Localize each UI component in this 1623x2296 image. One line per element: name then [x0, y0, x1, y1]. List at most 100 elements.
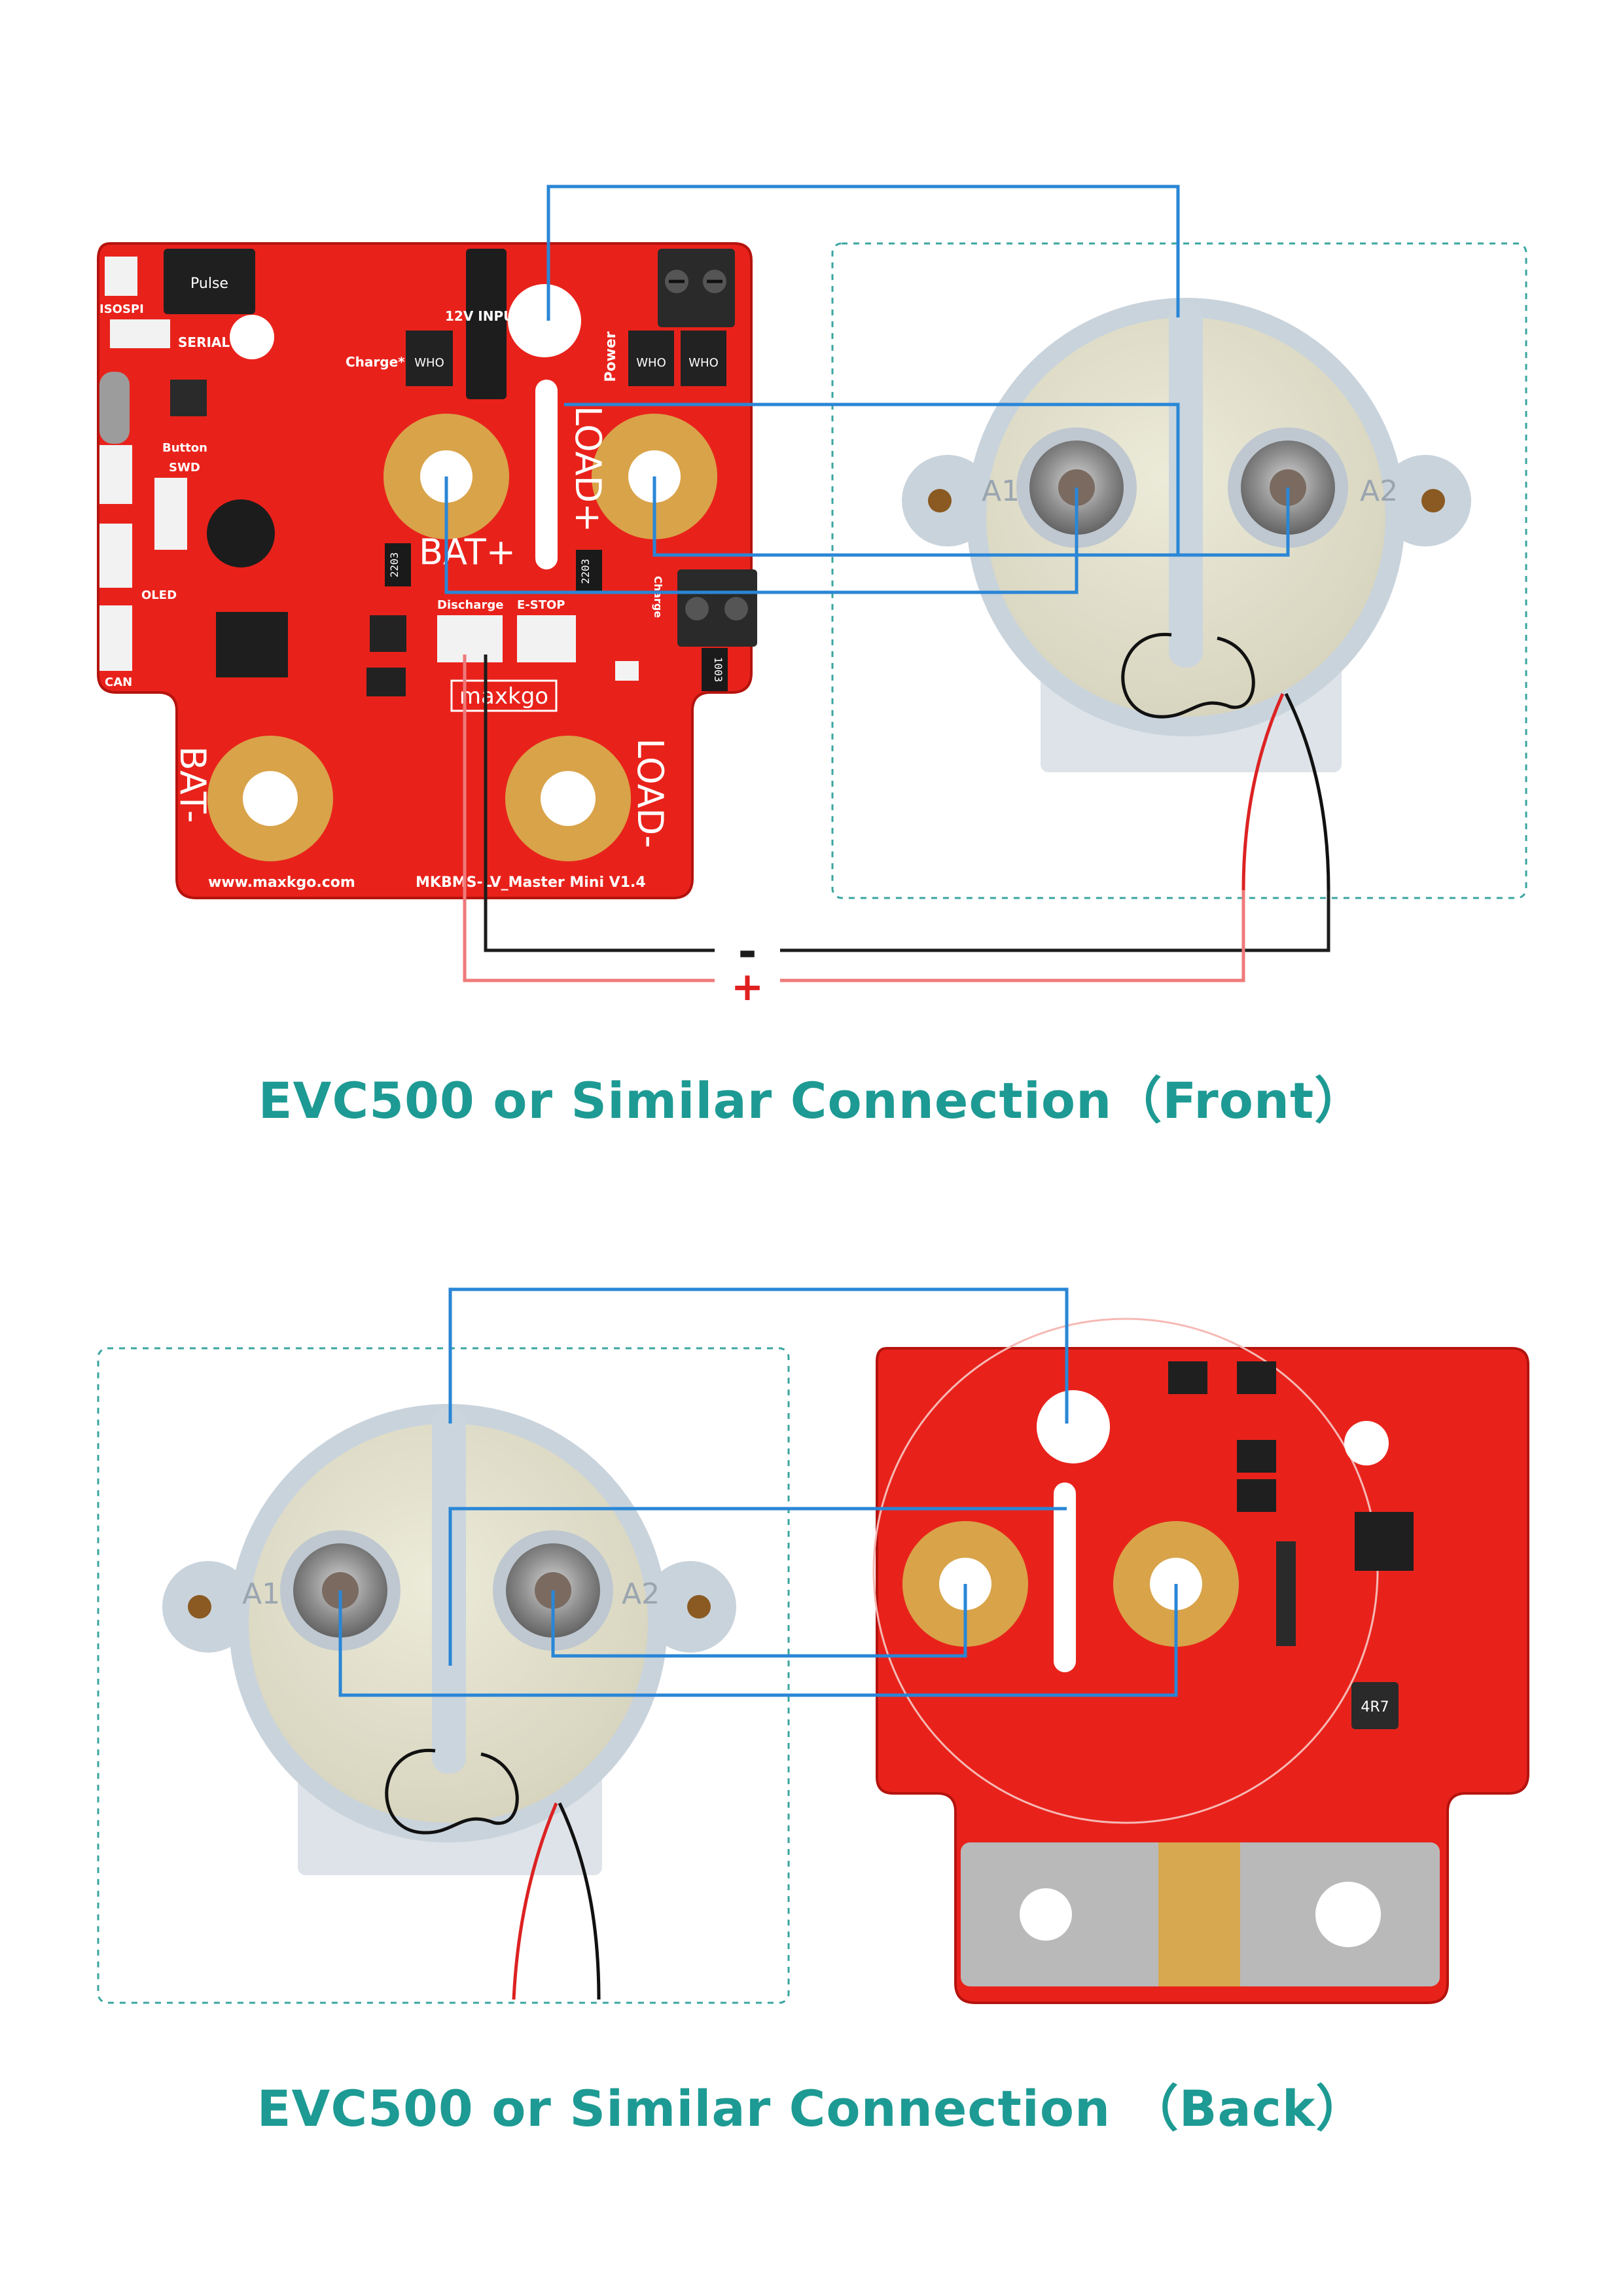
- mosfet-c-label: WHO: [414, 356, 444, 370]
- front-ic-driver: [216, 612, 288, 677]
- back-caption: EVC500 or Similar Connection （Back）: [257, 2079, 1366, 2138]
- front-ic-small: [366, 668, 406, 696]
- front-connector-button: [99, 445, 132, 504]
- front-a2-label: A2: [1360, 475, 1398, 508]
- front-pcb-hole-left: [230, 315, 274, 359]
- back-coil-lead-black: [558, 1802, 601, 2000]
- front-connector-discharge: [437, 615, 503, 662]
- front-connector-oled: [99, 524, 132, 588]
- pulse-label: Pulse: [190, 276, 228, 292]
- front-buzzer: [207, 499, 275, 567]
- front-terminal-block-top: [658, 249, 735, 327]
- front-connector-serial: [110, 319, 170, 348]
- load-plus-label: LOAD+: [567, 406, 609, 532]
- front-ic-reg: [370, 615, 406, 652]
- front-a1-label: A1: [982, 475, 1020, 508]
- back-wire-top-blue: [448, 1287, 1069, 1424]
- mosfet-a-label: WHO: [636, 356, 666, 370]
- back-ic-mcu: [1355, 1512, 1414, 1571]
- mosfet-b-label: WHO: [688, 356, 719, 370]
- front-pcb-outline: [97, 242, 753, 899]
- front-inductor: [466, 249, 507, 399]
- front-wire-positive-right: [780, 890, 1245, 982]
- back-section: A1 A2 4R7: [97, 1287, 1529, 2004]
- back-wire-blue-upper: [448, 1507, 1067, 1666]
- front-resistor-2203-b: [576, 550, 602, 593]
- front-wire-top-blue: [546, 185, 1180, 321]
- front-mosfet-a: [628, 331, 674, 386]
- front-wire-negative-right: [780, 890, 1330, 952]
- back-coil-loop: [385, 1749, 519, 1835]
- back-pcb-slot: [1054, 1482, 1076, 1672]
- charge-label: Charge: [652, 576, 664, 618]
- power-label: Power: [603, 331, 619, 382]
- front-wire-positive: [463, 655, 715, 982]
- front-contactor-rib: [1169, 301, 1203, 668]
- front-connector-estop: [517, 615, 576, 662]
- discharge-label: Discharge: [437, 598, 503, 612]
- front-connector-isospi: [105, 257, 137, 296]
- front-minus-symbol: -: [738, 925, 757, 978]
- back-wire-a1-right-pad: [338, 1584, 1178, 1697]
- back-a2-label: A2: [622, 1577, 660, 1611]
- front-usbc: [99, 372, 130, 444]
- front-resistor-2203-a: [385, 543, 411, 586]
- front-mosfet-c: [406, 331, 453, 386]
- website-label: www.maxkgo.com: [208, 874, 355, 891]
- brand-label: maxkgo: [459, 683, 548, 709]
- front-coil-lead-red: [1241, 692, 1285, 891]
- front-contactor: A1 A2: [902, 298, 1471, 891]
- button-label: Button: [162, 441, 207, 455]
- front-coil-lead-black: [1284, 692, 1330, 891]
- front-contactor-frame: [831, 242, 1527, 899]
- back-wires: [338, 1287, 1178, 1697]
- input-12v-label: 12V INPUT: [445, 308, 523, 324]
- front-caption: EVC500 or Similar Connection（Front）: [258, 1071, 1365, 1130]
- back-pcb-hole-top: [1037, 1390, 1110, 1463]
- model-label: MKBMS-LV_Master Mini V1.4: [416, 874, 646, 891]
- swd-label: SWD: [169, 461, 200, 475]
- front-plus-symbol: +: [731, 964, 764, 1010]
- back-pcb-hole-right: [1344, 1421, 1389, 1465]
- front-resistor-1003: [702, 648, 728, 691]
- front-wire-blue-upper: [564, 403, 1180, 556]
- front-terminal-block-right: [677, 569, 757, 647]
- front-coil-loop: [1121, 633, 1255, 719]
- bat-minus-label: BAT-: [172, 746, 213, 823]
- front-wire-load-plus: [652, 476, 1290, 557]
- front-relay: [164, 249, 255, 314]
- back-shunt-element: [1158, 1842, 1240, 1986]
- front-section: Pulse WHO WHO WHO Power 12V INPUT Charge…: [97, 185, 1527, 1010]
- front-pcb: Pulse WHO WHO WHO Power 12V INPUT Charge…: [97, 242, 757, 899]
- front-connector-can: [99, 605, 132, 671]
- front-pcb-slot: [535, 380, 558, 569]
- front-brand-box: [450, 679, 558, 712]
- back-wire-a2-left-pad: [551, 1584, 967, 1658]
- back-coil-lead-red: [512, 1803, 558, 2000]
- serial-label: SERIAL: [178, 334, 230, 350]
- res-1003-label: 1003: [712, 657, 724, 683]
- front-wire-negative: [484, 655, 715, 952]
- front-pcb-hole-top: [508, 284, 581, 357]
- estop-label: E-STOP: [517, 598, 565, 612]
- charge-star-label: Charge*: [346, 354, 405, 370]
- back-a1-label: A1: [242, 1577, 280, 1611]
- front-chip-led: [615, 661, 639, 681]
- res-2203-a-label: 2203: [388, 552, 401, 578]
- back-contactor-frame: [97, 1347, 790, 2004]
- res-2203-b-label: 2203: [579, 559, 592, 584]
- front-mosfet-b: [681, 331, 726, 386]
- isospi-label: ISOSPI: [99, 302, 144, 316]
- back-inductor-label: 4R7: [1361, 1699, 1389, 1715]
- oled-label: OLED: [141, 588, 177, 602]
- front-ic-mcu: [170, 380, 207, 416]
- back-inductor: [1351, 1682, 1399, 1729]
- front-wire-bat-plus: [444, 476, 1079, 594]
- front-connector-swd: [154, 478, 187, 550]
- front-wires: [444, 185, 1330, 982]
- bat-plus-label: BAT+: [419, 531, 516, 573]
- back-pcb: 4R7: [872, 1318, 1529, 2004]
- back-contactor: A1 A2: [162, 1404, 736, 2000]
- load-minus-label: LOAD-: [630, 738, 671, 848]
